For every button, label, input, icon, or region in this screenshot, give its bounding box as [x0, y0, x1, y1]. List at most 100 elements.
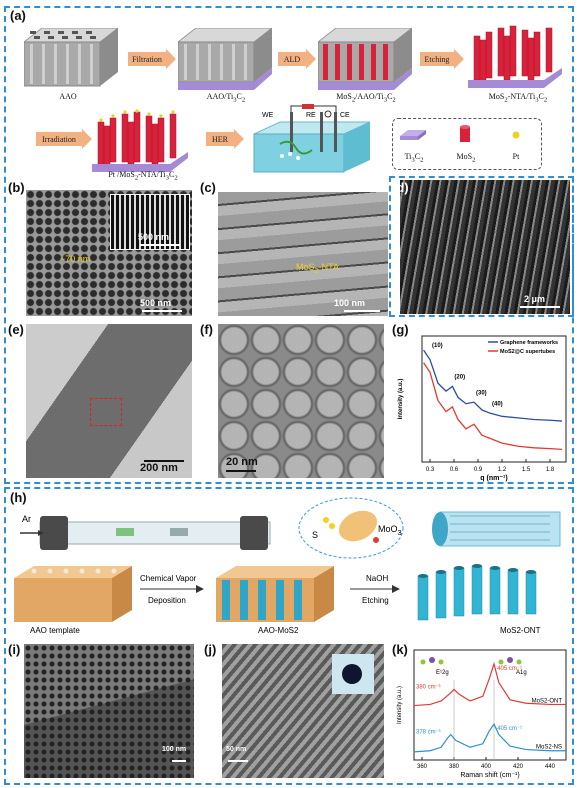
series-line-0	[413, 661, 566, 707]
series-line-1	[413, 722, 566, 753]
series-name-1: MoS2-NS	[536, 745, 562, 751]
label-g: (g)	[392, 322, 409, 337]
caption-aao-template: AAO template	[30, 626, 80, 635]
arrow-etching: Etching	[420, 49, 464, 69]
mode-label-0: E¹2g	[436, 670, 449, 676]
scale-j: 50 nm	[226, 746, 247, 753]
x-tick-label-2: 0.9	[474, 467, 483, 473]
plot-frame	[421, 335, 567, 463]
pt-mos2-nta-block	[92, 109, 188, 172]
scale-c: 100 nm	[334, 298, 366, 308]
step-mos2-nta: MoS2-NTA/Ti3C2	[488, 92, 548, 104]
molecule-mo-0	[429, 657, 435, 663]
step-aao: AAO	[59, 92, 77, 101]
mos2-ont	[417, 564, 537, 621]
legend-label-0: Graphene frameworks	[500, 340, 558, 346]
scalebar-f	[226, 470, 256, 472]
molecule-s-b-1	[516, 659, 522, 665]
cvd-tube	[20, 516, 271, 550]
label-b: (b)	[8, 180, 25, 195]
label-c: (c)	[200, 180, 216, 195]
scalebar-c	[344, 310, 380, 312]
label-e: (e)	[8, 322, 24, 337]
y-axis-label: Intensity (a.u.)	[398, 379, 404, 420]
molecule-s-a-1	[498, 659, 504, 665]
label-k: (k)	[392, 642, 408, 657]
peak-label-1: (20)	[454, 375, 465, 381]
peak-label-3: (40)	[492, 401, 503, 407]
peak-label-1-1: 405 cm⁻¹	[497, 726, 522, 732]
x-tick-label-0: 360	[417, 764, 428, 770]
label-cvd-1: Chemical Vapor	[140, 574, 197, 583]
label-i: (i)	[8, 642, 21, 657]
label-j: (j)	[204, 642, 217, 657]
highlight-box-e	[90, 398, 122, 426]
legend-ti3c2-swatch	[400, 130, 426, 140]
molecule-s-a-0	[420, 659, 426, 665]
x-axis-label: Raman shift (cm⁻¹)	[460, 772, 519, 779]
annotation-b: ~70 nm	[60, 254, 91, 264]
aao-mos2	[216, 566, 334, 622]
arrow-etch	[350, 585, 400, 593]
step-aao-ti3c2: AAO/Ti3C2	[206, 92, 246, 104]
label-moo3: MoO3	[378, 524, 402, 537]
label-cvd-2: Deposition	[148, 596, 186, 605]
sem-image-d	[400, 180, 570, 314]
scalebar-j	[228, 760, 248, 762]
peak-label-1-0: 378 cm⁻¹	[416, 730, 441, 736]
step-mos2-aao-ti3c2: MoS2/AAO/Ti3C2	[336, 92, 396, 104]
scalebar-d	[520, 306, 560, 308]
molecule-mo-1	[507, 657, 513, 663]
tem-image-f	[218, 324, 384, 478]
supertube	[432, 511, 561, 547]
x-tick-label-3: 420	[513, 764, 524, 770]
mode-label-1: A1g	[516, 670, 527, 676]
sem-image-b	[26, 190, 192, 316]
label-f: (f)	[200, 322, 213, 337]
scalebar-b-inset	[140, 244, 180, 246]
legend-box	[392, 118, 542, 170]
arrow-filtration: Filtration	[128, 49, 176, 69]
aao-ti3c2-block	[178, 28, 272, 90]
legend-mos2-swatch	[460, 125, 470, 142]
scalebar-b	[142, 310, 182, 312]
label-d: (d)	[392, 180, 409, 195]
arrow-irradiation: Irradiation	[36, 129, 92, 149]
x-tick-label-4: 440	[545, 764, 556, 770]
y-axis-label: Intensity (a.u.)	[397, 686, 403, 724]
reaction-zoom	[298, 497, 404, 559]
scalebar-e	[144, 460, 184, 462]
tem-image-c	[218, 192, 388, 316]
aao-block	[24, 28, 118, 87]
label-naoh: NaOH	[366, 574, 389, 583]
gas-ar: Ar	[22, 514, 31, 524]
step-pt-mos2-nta: Pt /MoS2-NTA/Ti3C2	[108, 170, 178, 182]
mos2-aao-block	[318, 28, 412, 90]
frame-d	[389, 176, 574, 317]
scale-b-inset: 500 nm	[138, 232, 170, 242]
x-tick-label-2: 400	[481, 764, 492, 770]
sem-image-i	[24, 644, 194, 778]
scalebar-i	[172, 760, 186, 762]
label-sulfur: S	[312, 530, 319, 540]
x-tick-label-1: 380	[449, 764, 460, 770]
peak-label-0: (10)	[432, 343, 443, 349]
peak-label-0-1: 405 cm⁻¹	[497, 666, 522, 672]
arrow-her: HER	[206, 129, 244, 149]
molecule-s-b-0	[438, 659, 444, 665]
electrode-ce: CE	[340, 112, 350, 119]
arrow-ald: ALD	[278, 49, 316, 69]
mos2-nta-block	[468, 25, 562, 88]
her-cell	[253, 104, 371, 173]
scale-b: 500 nm	[140, 298, 172, 308]
series-line-0	[423, 349, 563, 422]
tem-image-e	[26, 324, 192, 478]
scale-i: 100 nm	[162, 746, 187, 753]
x-tick-label-4: 1.5	[522, 467, 531, 473]
x-tick-label-1: 0.6	[450, 467, 459, 473]
arrow-cvd	[140, 585, 204, 593]
x-axis-label: q (nm⁻¹)	[480, 475, 507, 482]
plot-frame	[413, 649, 567, 761]
